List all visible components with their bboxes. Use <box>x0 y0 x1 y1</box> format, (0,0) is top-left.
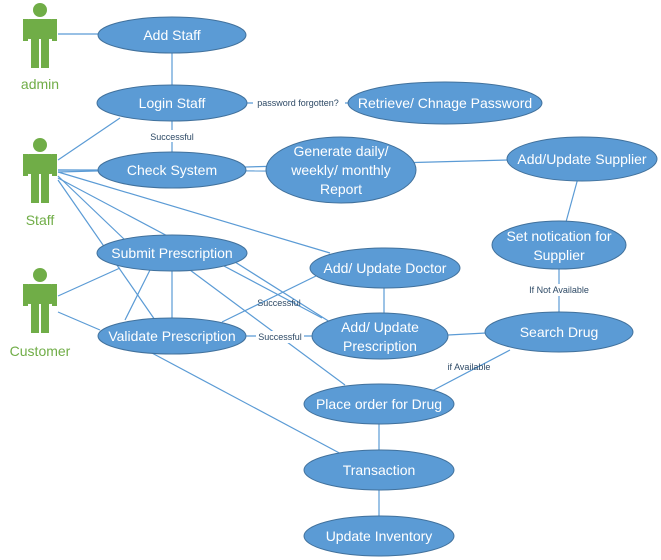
use-case-label: Add/Update Supplier <box>517 151 647 167</box>
use-case-label: Add/ Update Doctor <box>324 260 447 276</box>
use-case-search-drug[interactable]: Search Drug <box>484 311 634 353</box>
use-case-label-line-3: Report <box>320 181 362 197</box>
use-case-label: Update Inventory <box>326 528 433 544</box>
edge-prescription-search <box>447 332 487 336</box>
actor-label-staff: Staff <box>26 212 55 228</box>
edge-label-if-not-available: If Not Available <box>529 285 589 295</box>
use-case-label: Check System <box>127 162 217 178</box>
edge-supplier-notification <box>565 177 579 223</box>
edge-label-successful-validate: Successful <box>258 332 302 342</box>
use-case-retrieve-password[interactable]: Retrieve/ Chnage Password <box>347 81 543 125</box>
edge-customer-submit <box>57 267 121 297</box>
use-case-generate-report[interactable]: Generate daily/ weekly/ monthly Report <box>265 136 417 204</box>
edge-label-password-forgotten: password forgotten? <box>257 98 339 108</box>
actor-customer[interactable]: Customer <box>10 268 71 359</box>
actor-staff[interactable]: Staff <box>23 138 57 228</box>
use-case-update-inventory[interactable]: Update Inventory <box>303 515 455 557</box>
edge-search-order <box>429 349 511 393</box>
use-case-login-staff[interactable]: Login Staff <box>96 84 248 122</box>
use-case-check-system[interactable]: Check System <box>97 151 247 189</box>
actor-customer-icon <box>23 268 57 333</box>
edge-staff-doctor <box>57 171 331 254</box>
actor-label-admin: admin <box>21 76 59 92</box>
edge-label-successful-submit: Successful <box>257 298 301 308</box>
use-case-add-update-supplier[interactable]: Add/Update Supplier <box>506 136 658 182</box>
use-case-label: Retrieve/ Chnage Password <box>358 95 532 111</box>
use-case-label: Add Staff <box>143 27 200 43</box>
use-case-place-order[interactable]: Place order for Drug <box>303 383 455 425</box>
edge-label-successful-login: Successful <box>150 132 194 142</box>
use-case-add-update-prescription[interactable]: Add/ Update Prescription <box>311 312 449 360</box>
edge-label-if-available: if Available <box>448 362 491 372</box>
use-case-label-line-2: weekly/ monthly <box>290 162 391 178</box>
use-case-submit-prescription[interactable]: Submit Prescription <box>96 234 248 272</box>
use-case-add-staff[interactable]: Add Staff <box>97 16 247 54</box>
use-case-add-update-doctor[interactable]: Add/ Update Doctor <box>309 247 461 289</box>
actor-admin-icon <box>23 3 57 68</box>
use-case-label-line-1: Generate daily/ <box>294 143 389 159</box>
edge-validate-doctor <box>221 274 319 323</box>
actor-label-customer: Customer <box>10 343 71 359</box>
actor-admin[interactable]: admin <box>21 3 59 92</box>
use-case-label: Place order for Drug <box>316 396 442 412</box>
edge-staff-login <box>57 117 121 161</box>
use-case-label-line-1: Add/ Update <box>341 319 419 335</box>
edge-labels: password forgotten? Successful Successfu… <box>148 96 595 372</box>
use-case-label: Submit Prescription <box>111 245 232 261</box>
actor-staff-icon <box>23 138 57 203</box>
edge-validate-transaction <box>149 351 346 457</box>
use-case-label: Login Staff <box>139 95 206 111</box>
use-case-validate-prescription[interactable]: Validate Prescription <box>97 317 247 355</box>
use-case-label-line-1: Set notication for <box>506 228 611 244</box>
use-case-transaction[interactable]: Transaction <box>303 449 455 491</box>
use-case-label-line-2: Prescription <box>343 338 417 354</box>
use-case-label: Validate Prescription <box>108 328 235 344</box>
edge-staff-submit <box>57 175 126 241</box>
edge-submit-order <box>189 269 346 386</box>
use-case-label-line-2: Supplier <box>533 247 585 263</box>
use-case-label: Transaction <box>343 462 416 478</box>
edge-customer-validate <box>57 311 101 331</box>
edge-validate-submit-back <box>124 269 151 321</box>
use-case-label: Search Drug <box>520 324 599 340</box>
use-case-set-notification[interactable]: Set notication for Supplier <box>491 220 627 270</box>
